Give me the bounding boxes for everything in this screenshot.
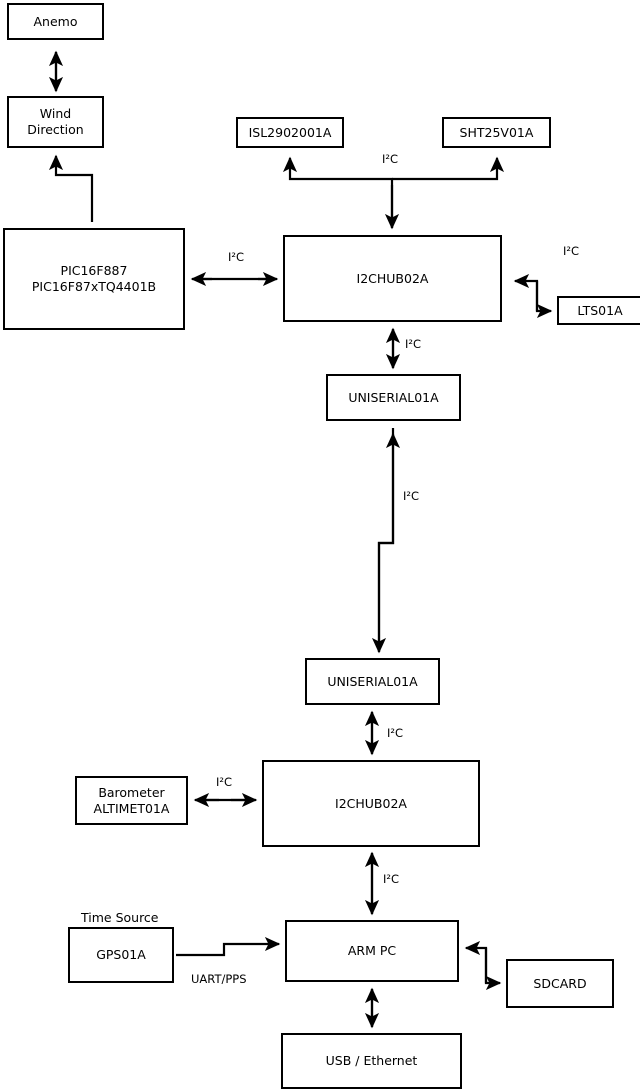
node-wind-direction[interactable]: Wind Direction	[7, 96, 104, 148]
node-isl2902001a[interactable]: ISL2902001A	[236, 117, 344, 148]
node-uniserial01a-upper[interactable]: UNISERIAL01A	[326, 374, 461, 421]
edge-label-i2c-hub2-armpc: I²C	[383, 872, 400, 886]
wire-pic-wind	[48, 154, 94, 222]
label-time-source: Time Source	[81, 910, 159, 925]
node-sht25v01a[interactable]: SHT25V01A	[442, 117, 551, 148]
edge-label-i2c-uniserial-hub2: I²C	[387, 726, 404, 740]
node-anemo[interactable]: Anemo	[7, 3, 104, 40]
node-arm-pc[interactable]: ARM PC	[285, 920, 459, 982]
node-uniserial01a-lower[interactable]: UNISERIAL01A	[305, 658, 440, 705]
node-barometer-altimet01a[interactable]: Barometer ALTIMET01A	[75, 776, 188, 825]
node-pic-mcu[interactable]: PIC16F887 PIC16F87xTQ4401B	[3, 228, 185, 330]
edge-label-i2c-hub-lts: I²C	[563, 244, 580, 258]
wire-hub-lts	[513, 273, 553, 319]
wire-armpc-sdcard	[464, 940, 502, 991]
wire-gps-armpc	[176, 936, 281, 957]
node-sdcard[interactable]: SDCARD	[506, 959, 614, 1008]
edge-label-i2c-hub-uniserial: I²C	[405, 337, 422, 351]
edge-label-i2c-baro-hub2: I²C	[216, 775, 233, 789]
wire-uniserial-link	[371, 428, 401, 654]
node-i2chub02a-bottom[interactable]: I2CHUB02A	[262, 760, 480, 847]
node-i2chub02a-top[interactable]: I2CHUB02A	[283, 235, 502, 322]
wire-hub-sensors-bus	[282, 156, 505, 230]
edge-label-i2c-pic-hub: I²C	[228, 250, 245, 264]
edge-label-uart-pps: UART/PPS	[191, 972, 247, 986]
edge-label-i2c-uniserial-link: I²C	[403, 489, 420, 503]
node-usb-ethernet[interactable]: USB / Ethernet	[281, 1033, 462, 1089]
edge-label-i2c-top-bus: I²C	[382, 152, 399, 166]
node-gps01a[interactable]: GPS01A	[68, 927, 174, 983]
node-lts01a[interactable]: LTS01A	[557, 296, 640, 325]
